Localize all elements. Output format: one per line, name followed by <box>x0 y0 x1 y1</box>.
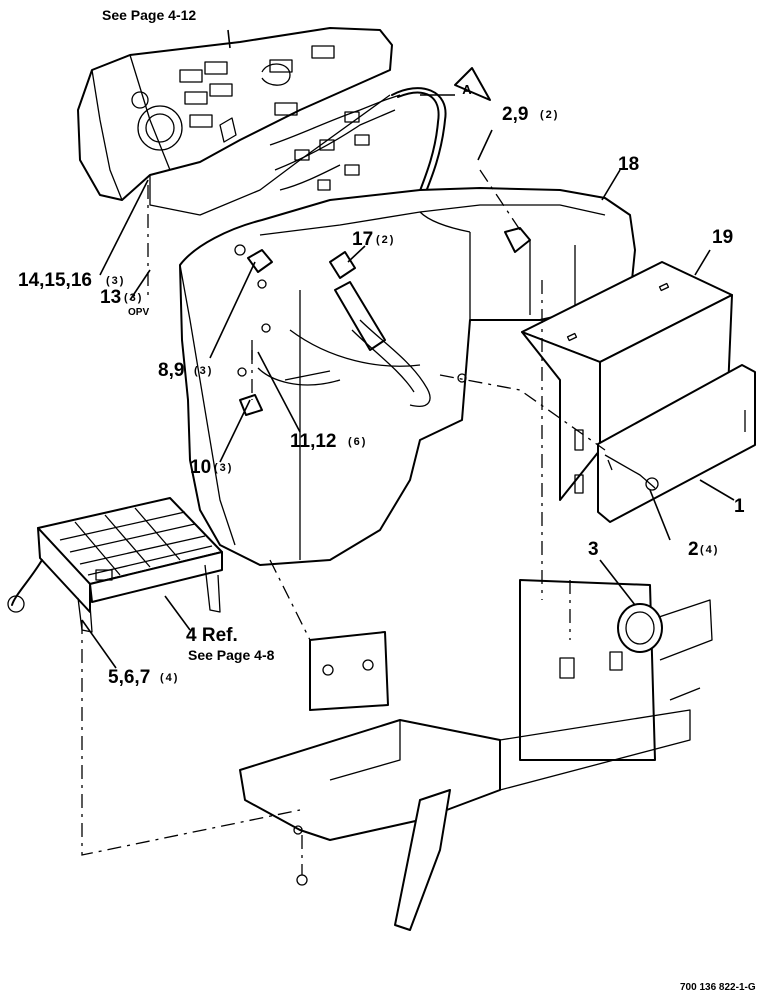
assembly-lines <box>81 169 606 875</box>
callout-17-qty: (2) <box>376 234 395 246</box>
callout-1: 1 <box>734 496 745 517</box>
page-ref-harness: See Page 4-8 <box>188 647 275 663</box>
tube-fitting-icon <box>329 251 431 407</box>
callout-11-12: 11,12 <box>290 431 337 452</box>
callout-11-12-qty: (6) <box>348 436 367 448</box>
callout-8-9-qty: (3) <box>194 365 213 377</box>
control-panel-icon <box>77 27 393 216</box>
fuse-box-icon <box>7 497 223 633</box>
figure-id: 700 136 822-1-G <box>680 982 756 993</box>
callout-2-9: 2,9 <box>502 104 528 125</box>
callout-5-6-7-qty: (4) <box>160 672 179 684</box>
callout-17: 17 <box>352 229 373 250</box>
callout-10-qty: (3) <box>214 462 233 474</box>
callout-13-qty: (3) <box>124 292 143 304</box>
callout-14-15-16-qty: (3) <box>106 275 125 287</box>
callout-2-qty: (4) <box>700 544 719 556</box>
callout-8-9: 8,9 <box>158 360 184 381</box>
leader-lines <box>81 29 735 669</box>
callout-4: 4 Ref. <box>186 625 238 646</box>
callout-14-15-16: 14,15,16 <box>18 270 92 291</box>
callout-3: 3 <box>588 539 599 560</box>
callout-19: 19 <box>712 227 733 248</box>
console-housing-icon <box>179 187 636 566</box>
detail-marker: A <box>454 67 491 101</box>
detail-marker-label: A <box>462 82 472 97</box>
callout-5-6-7: 5,6,7 <box>108 667 150 688</box>
grommet-icon <box>617 603 663 653</box>
side-plate-icon <box>597 364 756 523</box>
page-ref-control-panel: See Page 4-12 <box>102 7 196 23</box>
callout-13-note: OPV <box>128 307 149 318</box>
callout-18: 18 <box>618 154 639 175</box>
callout-2-9-qty: (2) <box>540 109 559 121</box>
callout-10: 10 <box>190 457 211 478</box>
callout-2: 2 <box>688 539 699 560</box>
cover-plate-icon <box>521 261 733 501</box>
callout-13: 13 <box>100 287 121 308</box>
